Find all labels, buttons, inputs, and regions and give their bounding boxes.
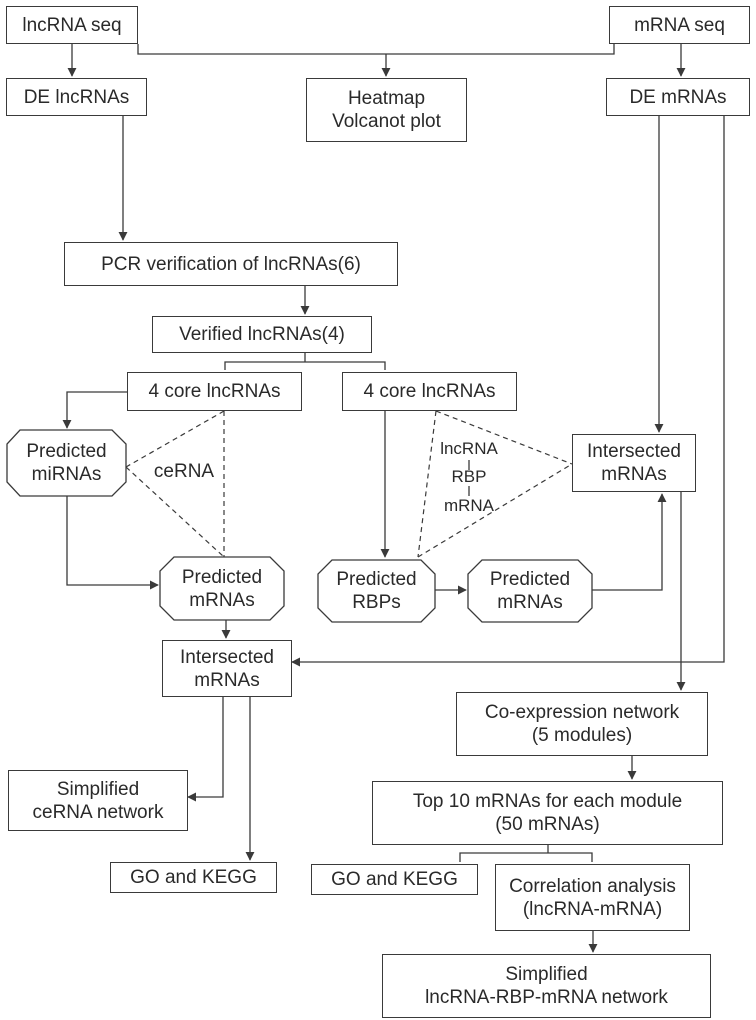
node-label: 4 core lncRNAs [363, 381, 496, 402]
node-label-line-2: RBPs [352, 592, 401, 613]
rbp-chain-rbp: RBP [451, 467, 487, 486]
octagon-predicted-mrnas-left [159, 556, 285, 621]
node-intersected-mrnas-right: Intersected mRNAs [572, 434, 696, 492]
arrow-intersected-to-cerna [187, 697, 224, 802]
rbp-chain-mrna: mRNA [443, 496, 495, 515]
node-label-line-1: Predicted [26, 441, 107, 462]
node-verified-lncrnas: Verified lncRNAs(4) [152, 316, 372, 353]
node-label-line-2: lncRNA-RBP-mRNA network [425, 987, 668, 1008]
node-label-line-2: (lncRNA-mRNA) [522, 898, 663, 920]
node-intersected-mrnas-left: Intersected mRNAs [162, 640, 292, 697]
octagon-predicted-mirnas [6, 429, 127, 497]
node-predicted-mrnas-right: Predicted mRNAs [468, 560, 592, 622]
node-label-line-1: Simplified [56, 778, 140, 800]
arrow-predicted-right-to-intersected [592, 493, 667, 591]
node-predicted-mrnas-left: Predicted mRNAs [160, 557, 284, 620]
node-predicted-rbps: Predicted RBPs [318, 560, 435, 622]
node-pcr-verification: PCR verification of lncRNAs(6) [64, 242, 398, 286]
node-predicted-mirnas: Predicted miRNAs [7, 430, 126, 496]
arrow-core-left-to-mirnas [62, 391, 127, 429]
node-label: DE mRNAs [629, 86, 727, 108]
node-coexpression-network: Co-expression network (5 modules) [456, 692, 708, 756]
node-de-mrnas: DE mRNAs [606, 78, 750, 116]
octagon-predicted-mrnas-right [467, 559, 593, 623]
dashed-rbp-bottom [417, 463, 573, 558]
node-go-kegg-right: GO and KEGG [311, 864, 478, 895]
node-label-line-2: ceRNA network [32, 801, 164, 823]
node-label-line-2: mRNAs [194, 669, 260, 691]
node-core-lncrnas-left: 4 core lncRNAs [127, 372, 302, 411]
dashed-rbp-left [417, 410, 437, 558]
node-label: Verified lncRNAs(4) [179, 324, 345, 345]
node-label-line-1: Intersected [180, 646, 274, 668]
node-label: GO and KEGG [130, 867, 257, 888]
arrow-mirnas-to-predicted-mrnas [66, 496, 159, 590]
node-label-line-1: Heatmap [347, 88, 426, 109]
node-top10-mrnas: Top 10 mRNAs for each module (50 mRNAs) [372, 781, 723, 845]
node-label-line-1: Predicted [336, 569, 417, 590]
node-label-line-2: miRNAs [31, 464, 102, 485]
connector-verified-split [224, 361, 386, 370]
node-heatmap: Heatmap Volcanot plot [306, 78, 467, 142]
node-label-line-1: Top 10 mRNAs for each module [412, 791, 683, 812]
node-core-lncrnas-right: 4 core lncRNAs [342, 372, 517, 411]
node-label: mRNA seq [634, 14, 725, 36]
node-label-line-2: mRNAs [601, 464, 667, 485]
connector-top10-split [459, 852, 593, 862]
node-label: 4 core lncRNAs [148, 381, 281, 402]
node-simplified-network: Simplified lncRNA-RBP-mRNA network [382, 954, 711, 1018]
rbp-chain-lncrna: lncRNA [440, 439, 498, 458]
node-de-lncrnas: DE lncRNAs [6, 78, 147, 116]
arrow-de-mrnas-to-intersected-left [291, 116, 725, 667]
connector-seq-to-heatmap [137, 44, 615, 55]
cerna-label: ceRNA [153, 461, 215, 482]
node-simplified-cerna: Simplified ceRNA network [8, 770, 188, 831]
node-label-line-1: Co-expression network [484, 702, 680, 723]
node-label: lncRNA seq [22, 14, 122, 36]
node-label: GO and KEGG [331, 869, 458, 890]
node-label-line-1: Intersected [587, 441, 681, 462]
node-label-line-2: mRNAs [497, 592, 563, 613]
dashed-cerna-left [125, 410, 225, 468]
node-label: PCR verification of lncRNAs(6) [101, 253, 361, 275]
node-label-line-1: Simplified [505, 964, 588, 985]
node-label-line-2: (50 mRNAs) [495, 814, 600, 835]
node-label-line-2: mRNAs [189, 589, 255, 611]
node-label-line-1: Correlation analysis [509, 875, 676, 897]
node-label: DE lncRNAs [23, 86, 130, 108]
node-correlation-analysis: Correlation analysis (lncRNA-mRNA) [495, 864, 690, 931]
node-label-line-1: Predicted [489, 569, 571, 590]
node-go-kegg-left: GO and KEGG [110, 862, 277, 893]
node-label-line-1: Predicted [181, 566, 263, 588]
dashed-rbp-top [435, 410, 573, 465]
node-label-line-2: Volcanot plot [332, 111, 441, 132]
node-label-line-2: (5 modules) [531, 725, 633, 746]
node-lncrna-seq: lncRNA seq [6, 6, 138, 44]
dashed-cerna-bottom [125, 466, 225, 558]
node-mrna-seq: mRNA seq [609, 6, 750, 44]
octagon-predicted-rbps [317, 559, 436, 623]
